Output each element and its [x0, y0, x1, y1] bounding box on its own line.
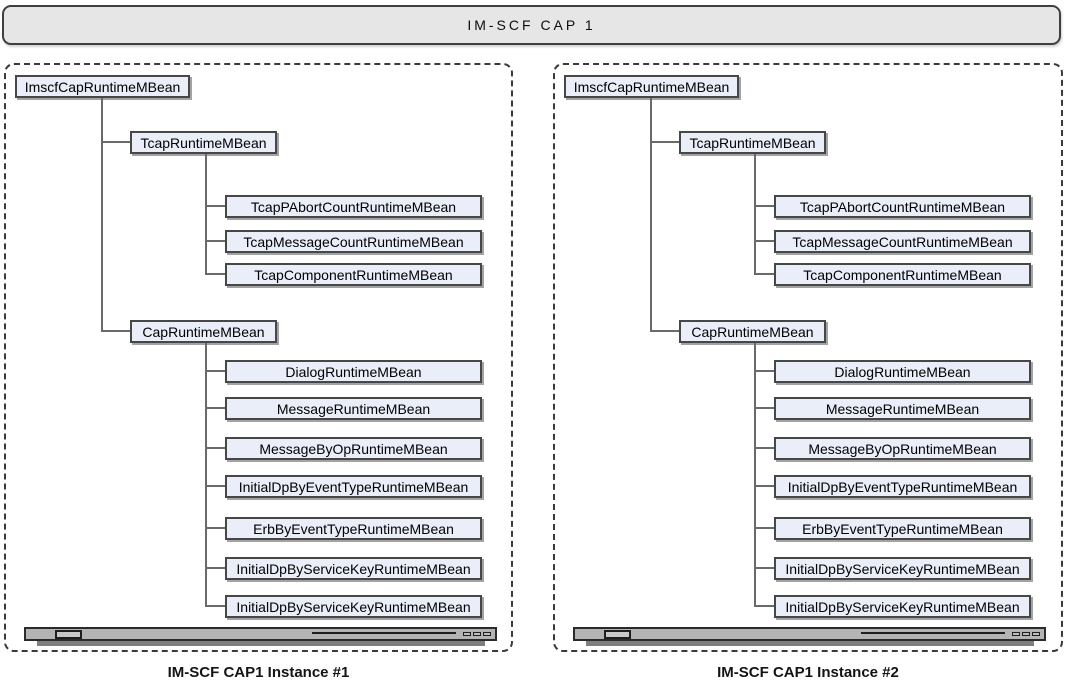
tree-connector [205, 273, 225, 275]
tree-connector [754, 485, 774, 487]
mbean-node: MessageByOpRuntimeMBean [225, 437, 482, 460]
server-led [463, 632, 471, 636]
tree-connector [101, 330, 130, 332]
tree-connector [650, 98, 652, 331]
server-vent-line [861, 632, 1005, 634]
tree-connector [205, 447, 225, 449]
server-led [1012, 632, 1020, 636]
server-led [483, 632, 491, 636]
tree-connector [101, 141, 130, 143]
mbean-node: InitialDpByServiceKeyRuntimeMBean [774, 595, 1031, 618]
mbean-node: InitialDpByEventTypeRuntimeMBean [774, 475, 1031, 498]
tree-connector [754, 407, 774, 409]
tree-connector [205, 205, 225, 207]
mbean-node: TcapPAbortCountRuntimeMBean [225, 195, 482, 218]
mbean-node: TcapRuntimeMBean [130, 131, 277, 154]
mbean-node: MessageRuntimeMBean [774, 397, 1031, 420]
tree-connector [754, 527, 774, 529]
mbean-node: InitialDpByServiceKeyRuntimeMBean [225, 557, 482, 580]
server-vent-line [312, 632, 456, 634]
tree-connector [754, 605, 774, 607]
tree-connector [205, 370, 225, 372]
server-slot [55, 630, 82, 639]
tree-connector [101, 98, 103, 331]
tree-connector [205, 527, 225, 529]
tree-connector [754, 154, 756, 274]
rack-server-icon [24, 627, 497, 641]
tree-connector [205, 343, 207, 606]
mbean-node: ErbByEventTypeRuntimeMBean [225, 517, 482, 540]
server-shadow [586, 641, 1034, 646]
mbean-node: TcapRuntimeMBean [679, 131, 826, 154]
server-led [473, 632, 481, 636]
tree-connector [650, 141, 679, 143]
tree-connector [754, 205, 774, 207]
mbean-node: MessageRuntimeMBean [225, 397, 482, 420]
mbean-node: CapRuntimeMBean [679, 320, 826, 343]
mbean-node: DialogRuntimeMBean [225, 360, 482, 383]
imscf-cap1-banner: IM-SCF CAP 1 [2, 5, 1061, 45]
tree-connector [754, 447, 774, 449]
mbean-node: TcapPAbortCountRuntimeMBean [774, 195, 1031, 218]
mbean-node: DialogRuntimeMBean [774, 360, 1031, 383]
instance-caption-1: IM-SCF CAP1 Instance #1 [167, 664, 350, 681]
instance-caption-2: IM-SCF CAP1 Instance #2 [717, 664, 899, 681]
tree-connector [205, 240, 225, 242]
mbean-node: TcapMessageCountRuntimeMBean [225, 230, 482, 253]
server-led [1032, 632, 1040, 636]
tree-connector [754, 240, 774, 242]
mbean-node: TcapComponentRuntimeMBean [225, 263, 482, 286]
mbean-node: InitialDpByServiceKeyRuntimeMBean [774, 557, 1031, 580]
tree-connector [754, 273, 774, 275]
mbean-node: ImscfCapRuntimeMBean [15, 75, 190, 98]
rack-server-icon [573, 627, 1046, 641]
mbean-node: TcapComponentRuntimeMBean [774, 263, 1031, 286]
tree-connector [205, 605, 225, 607]
tree-connector [205, 485, 225, 487]
mbean-node: ErbByEventTypeRuntimeMBean [774, 517, 1031, 540]
server-slot [604, 630, 631, 639]
tree-connector [205, 567, 225, 569]
banner-title: IM-SCF CAP 1 [467, 17, 596, 33]
mbean-node: TcapMessageCountRuntimeMBean [774, 230, 1031, 253]
mbean-node: ImscfCapRuntimeMBean [564, 75, 739, 98]
tree-connector [650, 330, 679, 332]
mbean-node: InitialDpByEventTypeRuntimeMBean [225, 475, 482, 498]
mbean-node: MessageByOpRuntimeMBean [774, 437, 1031, 460]
tree-connector [205, 407, 225, 409]
tree-connector [754, 567, 774, 569]
mbean-node: CapRuntimeMBean [130, 320, 277, 343]
mbean-node: InitialDpByServiceKeyRuntimeMBean [225, 595, 482, 618]
tree-connector [754, 343, 756, 606]
tree-connector [754, 370, 774, 372]
server-led [1022, 632, 1030, 636]
tree-connector [205, 154, 207, 274]
server-shadow [37, 641, 485, 646]
